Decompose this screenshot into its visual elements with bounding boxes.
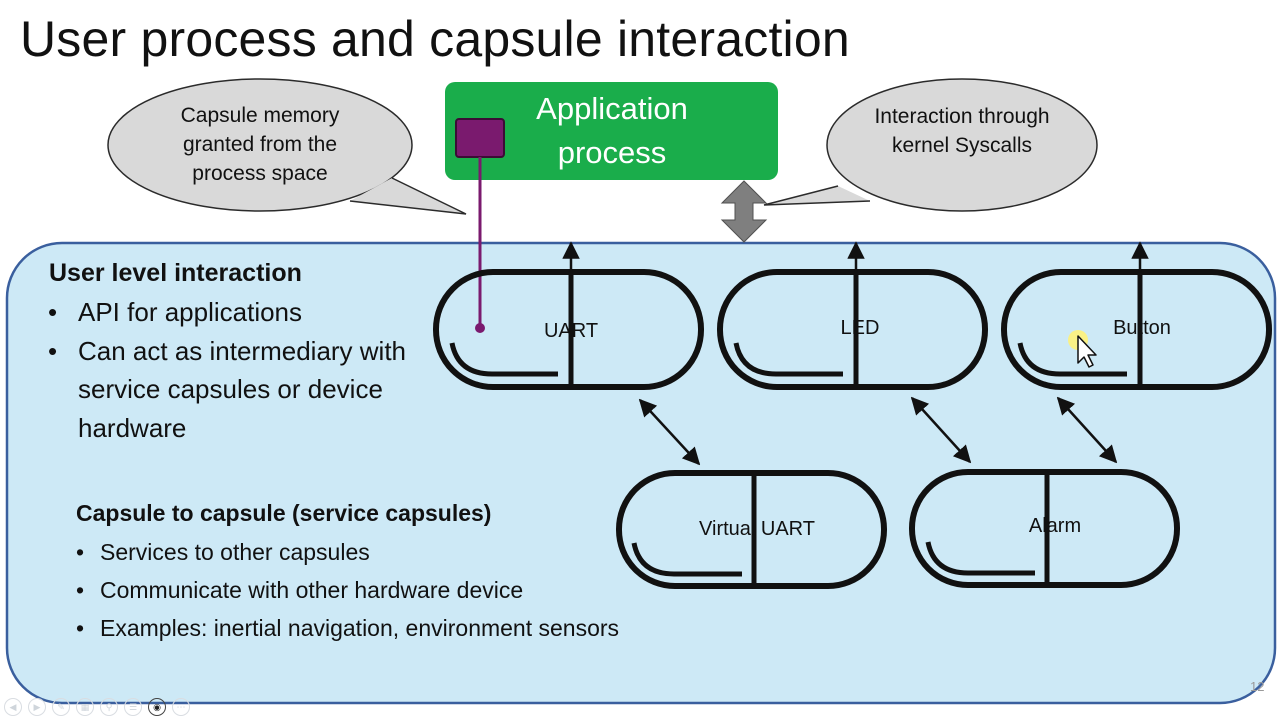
capsule-to-capsule-bullet: Communicate with other hardware device (76, 571, 619, 609)
capsule-to-capsule-bullet: Services to other capsules (76, 533, 619, 571)
slides-icon[interactable]: ▦ (76, 698, 94, 716)
capsule-led-label: LED (840, 317, 880, 339)
callout-right-text: Interaction through kernel Syscalls (874, 105, 1050, 157)
capsule-alarm-shape (909, 469, 1180, 588)
arrow-uart-virtual-uart (638, 398, 701, 466)
callout-left-bubble (107, 78, 467, 215)
user-level-heading: User level interaction (49, 259, 302, 287)
capsule-uart-shape (433, 241, 704, 390)
pen-icon[interactable]: ✎ (52, 698, 70, 716)
capsule-alarm-label: Alarm (1028, 515, 1082, 537)
page-number: 12 (1250, 679, 1265, 694)
mouse-pointer-icon (1068, 330, 1097, 368)
callout-right-bubble (763, 78, 1098, 212)
arrow-button-alarm (1056, 396, 1118, 464)
capsule-button-shape (1001, 241, 1272, 390)
capsule-to-capsule-bullet: Examples: inertial navigation, environme… (76, 609, 619, 647)
capsule-virtual-uart-label: Virtual UART (699, 518, 815, 540)
arrow-led-alarm (910, 396, 972, 464)
capsule-to-capsule-bullets: Services to other capsules Communicate w… (76, 533, 619, 647)
capsule-button-label: Button (1113, 317, 1171, 339)
presentation-toolbar: ◀ ▶ ✎ ▦ ⚲ ☰ ◉ ⋯ (4, 698, 190, 716)
zoom-icon[interactable]: ⚲ (100, 698, 118, 716)
user-level-bullet: API for applications (48, 293, 428, 332)
callout-left-text: Capsule memory granted from the process … (180, 104, 340, 185)
more-icon[interactable]: ⋯ (172, 698, 190, 716)
prev-icon[interactable]: ◀ (4, 698, 22, 716)
menu-icon[interactable]: ☰ (124, 698, 142, 716)
application-process-box (445, 82, 778, 180)
user-level-bullets: API for applications Can act as intermed… (48, 293, 428, 447)
capsule-virtual-uart-shape (616, 470, 887, 589)
capsule-led-shape (717, 241, 988, 390)
next-icon[interactable]: ▶ (28, 698, 46, 716)
memory-grant-dot (475, 323, 485, 333)
user-level-bullet: Can act as intermediary with service cap… (48, 332, 428, 448)
camera-icon[interactable]: ◉ (148, 698, 166, 716)
slide-title: User process and capsule interaction (20, 11, 850, 67)
memory-grant-block (455, 118, 505, 158)
capsule-to-capsule-heading: Capsule to capsule (service capsules) (76, 500, 492, 526)
syscall-double-arrow (720, 180, 768, 243)
capsule-uart-label: UART (543, 320, 599, 342)
application-process-label: Application process (536, 91, 688, 170)
